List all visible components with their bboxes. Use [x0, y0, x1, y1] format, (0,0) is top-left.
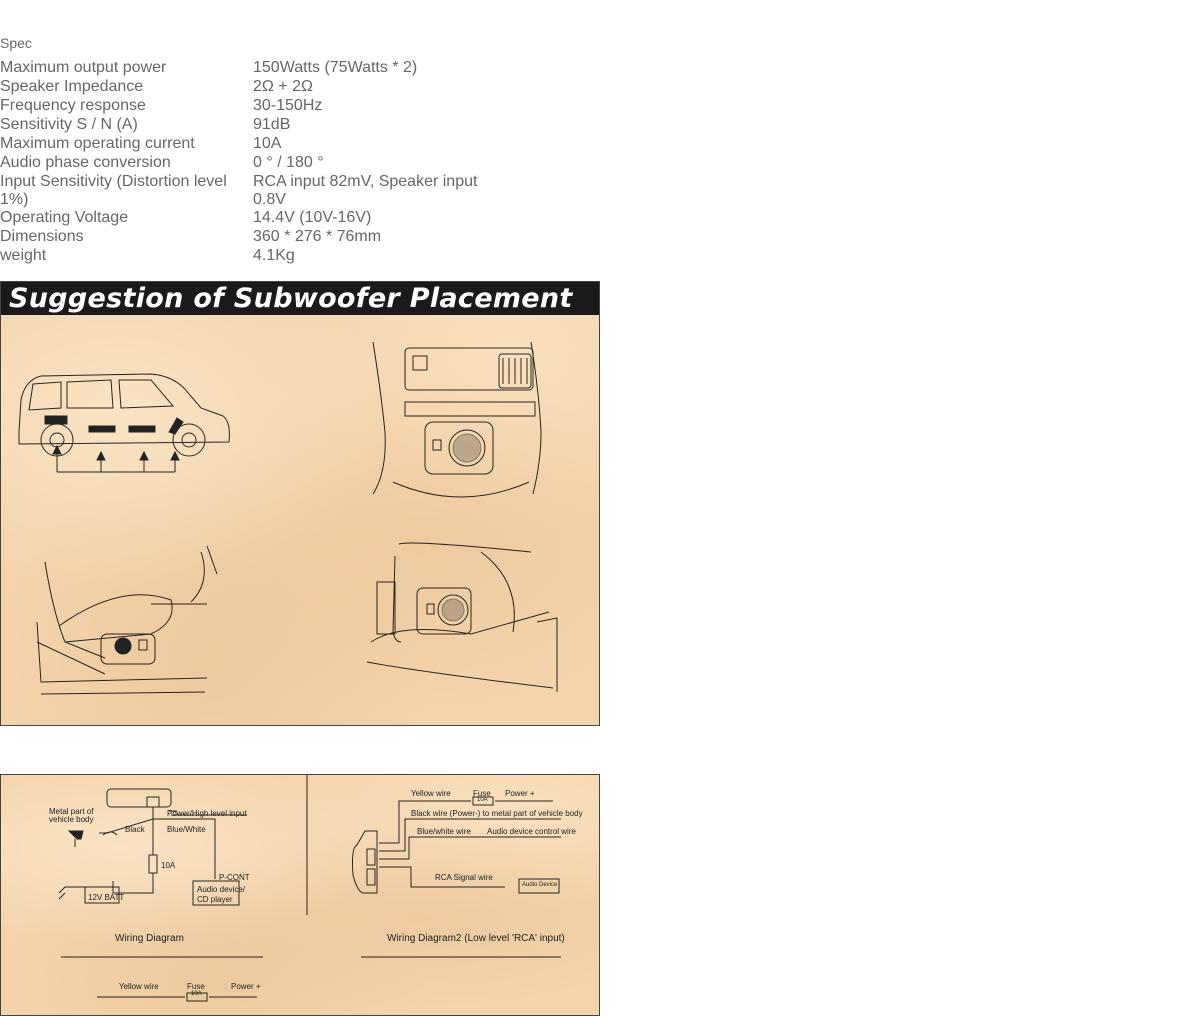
- spec-value: 0 ° / 180 °: [253, 154, 324, 171]
- spec-heading: Spec: [0, 35, 32, 51]
- blue-white-label: Blue/White: [167, 825, 206, 834]
- placement-title: Suggestion of Subwoofer Placement: [9, 283, 573, 314]
- fuse-label: 10A: [161, 861, 176, 870]
- cd-player-label: CD player: [197, 895, 233, 904]
- spec-value: 360 * 276 * 76mm: [253, 228, 382, 245]
- power-plus-label: Power +: [505, 789, 535, 798]
- spec-value: 10A: [253, 135, 282, 152]
- battery-label: 12V BATT: [88, 893, 125, 902]
- spec-value: 14.4V (10V-16V): [253, 209, 372, 226]
- fuse-label-3: Fuse: [187, 982, 205, 991]
- wiring-schematics: [58, 775, 561, 1002]
- spec-value: RCA input 82mV, Speaker input 0.8V: [253, 173, 478, 208]
- spec-value: 2Ω + 2Ω: [253, 78, 313, 95]
- fuse-value-3: 10A: [191, 991, 202, 997]
- console-illustration: [372, 341, 542, 498]
- blue-white-wire-label: Blue/white wire: [417, 827, 471, 836]
- black-wire-ground-label: Black wire (Power-) to metal part of veh…: [411, 809, 583, 818]
- spec-row: Maximum operating current 10A: [0, 135, 493, 154]
- spec-value: 4.1Kg: [253, 247, 295, 264]
- spec-label: Audio phase conversion: [0, 154, 171, 171]
- seat-illustration: [36, 545, 218, 695]
- metal-part-label: Metal part of: [49, 807, 94, 816]
- spec-row: Speaker Impedance 2Ω + 2Ω: [0, 78, 493, 97]
- wiring-diagram-2-title: Wiring Diagram2 (Low level 'RCA' input): [387, 933, 565, 944]
- placement-figure: Suggestion of Subwoofer Placement: [0, 281, 600, 726]
- audio-control-wire-label: Audio device control wire: [487, 827, 576, 836]
- spec-label: Maximum operating current: [0, 135, 195, 152]
- spec-row: Frequency response 30-150Hz: [0, 97, 493, 116]
- p-cont-label: P-CONT: [219, 873, 250, 882]
- wiring-figure: Metal part of vehicle body Power/High le…: [0, 774, 600, 1016]
- fuse-label-2: Fuse: [473, 789, 491, 798]
- spec-value: 91dB: [253, 116, 291, 133]
- spec-row: Input Sensitivity (Distortion level 1%) R…: [0, 173, 493, 209]
- black-wire-label: Black: [125, 825, 145, 834]
- wiring-diagram-1-title: Wiring Diagram: [115, 933, 184, 944]
- spec-label: Maximum output power: [0, 59, 167, 76]
- spec-label: Input Sensitivity (Distortion level 1%): [0, 173, 227, 208]
- spec-label: Dimensions: [0, 228, 84, 245]
- metal-part-label-2: vehicle body: [49, 815, 94, 824]
- spec-value: 30-150Hz: [253, 97, 323, 114]
- spec-row: weight 4.1Kg: [0, 247, 493, 266]
- placement-banner: Suggestion of Subwoofer Placement: [1, 282, 599, 315]
- spec-label: Speaker Impedance: [0, 78, 144, 95]
- spec-label: weight: [0, 247, 47, 264]
- audio-device-box-label: Audio Device: [522, 882, 558, 888]
- power-input-label: Power/High level input: [167, 809, 247, 818]
- spec-row: Maximum output power 150Watts (75Watts * …: [0, 59, 493, 78]
- placement-illustrations: [18, 341, 558, 695]
- fuse-value-2: 10A: [477, 797, 488, 803]
- power-plus-label-3: Power +: [231, 982, 261, 991]
- spec-table: Maximum output power 150Watts (75Watts * …: [0, 59, 493, 266]
- yellow-wire-label: Yellow wire: [411, 789, 451, 798]
- spec-value: 150Watts (75Watts * 2): [253, 59, 418, 76]
- spec-label: Frequency response: [0, 97, 146, 114]
- audio-device-label: Audio device/: [197, 885, 246, 894]
- trunk-illustration: [366, 542, 558, 692]
- van-illustration: [18, 373, 230, 473]
- spec-row: Dimensions 360 * 276 * 76mm: [0, 228, 493, 247]
- rca-signal-label: RCA Signal wire: [435, 873, 493, 882]
- spec-label: Operating Voltage: [0, 209, 129, 226]
- yellow-wire-label-3: Yellow wire: [119, 982, 159, 991]
- spec-row: Audio phase conversion 0 ° / 180 °: [0, 154, 493, 173]
- spec-row: Operating Voltage 14.4V (10V-16V): [0, 209, 493, 228]
- spec-row: Sensitivity S / N (A) 91dB: [0, 116, 493, 135]
- spec-label: Sensitivity S / N (A): [0, 116, 138, 133]
